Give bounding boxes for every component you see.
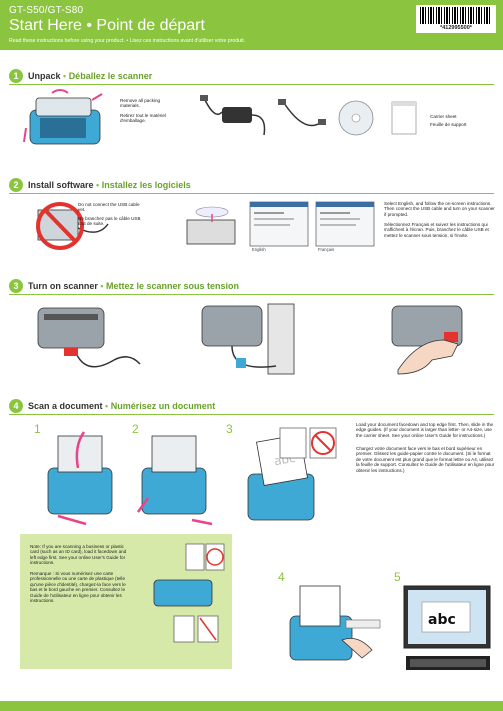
connect-power-illustration [37, 307, 141, 368]
section-2-badge: 2 [9, 178, 23, 192]
step-4-number: 4 [278, 570, 285, 584]
carrier-sheet-illustration [391, 101, 417, 135]
section-2-title-en: Install software [28, 180, 94, 190]
card-note-en: Note: If you are scanning a business or … [30, 544, 127, 566]
section-2-rule [9, 193, 494, 194]
section-3-heading: 3 Turn on scanner • Mettez le scanner so… [9, 279, 239, 293]
open-input-tray-illustration [47, 431, 113, 526]
section-4-badge: 4 [9, 399, 23, 413]
section-4-title: Scan a document • Numérisez un document [28, 401, 215, 411]
section-2-heading: 2 Install software • Installez les logic… [9, 178, 191, 192]
page-subtitle: Read these instructions before using you… [9, 38, 246, 44]
section-3-title-en: Turn on scanner [28, 281, 98, 291]
bullet-icon: • [105, 401, 111, 411]
section-1-title-en: Unpack [28, 71, 61, 81]
barcode-number: *412995500* [440, 25, 472, 31]
usb-warning-fr: Ne branchez pas le câble USB tout de sui… [78, 216, 141, 227]
load-document-en: Load your document facedown and top edge… [356, 422, 494, 438]
barcode-bars [420, 7, 492, 24]
load-document-fr: Chargez votre document face vers le bas … [356, 446, 495, 473]
installer-screen-french [315, 201, 375, 247]
section-4-rule [9, 414, 494, 415]
usb-cable-illustration [278, 99, 326, 127]
press-power-illustration [391, 305, 463, 375]
section-4-heading: 4 Scan a document • Numérisez un documen… [9, 399, 215, 413]
section-3-badge: 3 [9, 279, 23, 293]
card-loading-illustration [153, 543, 225, 643]
page-title: Start Here • Point de départ [9, 17, 205, 34]
install-instructions-en: Select English, and follow the on-screen… [384, 201, 495, 217]
step-1-number: 1 [34, 422, 41, 436]
language-english-label: English [252, 247, 266, 252]
section-1-rule [9, 84, 494, 85]
bullet-icon: • [96, 180, 102, 190]
section-3-title-fr: Mettez le scanner sous tension [106, 281, 240, 291]
section-4-title-fr: Numérisez un document [110, 401, 216, 411]
bullet-icon: • [100, 281, 107, 291]
install-instructions-fr: Sélectionnez Français et suivez les inst… [384, 222, 489, 238]
power-adapter-illustration [200, 95, 266, 136]
step-2-number: 2 [132, 422, 139, 436]
step-3-number: 3 [226, 422, 233, 436]
carrier-sheet-fr: Feuille de support [430, 122, 467, 127]
bullet-icon: • [63, 71, 69, 81]
press-start-illustration [289, 585, 381, 661]
section-1-title: Unpack • Déballez le scanner [28, 71, 152, 81]
insert-cd-illustration [186, 206, 236, 245]
usb-warning-en: Do not connect the USB cable yet. [78, 202, 140, 213]
connect-usb-illustration [201, 303, 295, 375]
footer-bar [0, 701, 503, 711]
remove-packing-fr: Retirez tout le matériel d'emballage. [120, 113, 166, 124]
section-1-heading: 1 Unpack • Déballez le scanner [9, 69, 152, 83]
section-3-title: Turn on scanner • Mettez le scanner sous… [28, 281, 239, 291]
computer-monitor-illustration: abc [403, 585, 491, 670]
section-2-title-fr: Installez les logiciels [101, 180, 191, 190]
card-note-fr: Remarque : Si vous numérisez une carte p… [30, 571, 126, 604]
section-4-title-en: Scan a document [28, 401, 103, 411]
section-2-title: Install software • Installez les logicie… [28, 180, 191, 190]
model-name: GT-S50/GT-S80 [9, 5, 84, 16]
section-3-rule [9, 294, 494, 295]
screen-abc-text: abc [428, 612, 456, 628]
step-5-number: 5 [394, 570, 401, 584]
no-usb-illustration [36, 202, 109, 250]
language-french-label: Français [318, 247, 335, 252]
extend-output-tray-illustration [136, 435, 213, 526]
section-1-badge: 1 [9, 69, 23, 83]
section-1-title-fr: Déballez le scanner [68, 71, 153, 81]
header-banner: GT-S50/GT-S80 Start Here • Point de dépa… [0, 0, 503, 50]
unpack-scanner-illustration [23, 89, 103, 145]
cd-rom-illustration [338, 100, 374, 136]
remove-packing-en: Remove all packing materials. [120, 98, 161, 109]
barcode: *412995500* [416, 5, 496, 33]
load-document-illustration: abc [247, 427, 337, 521]
installer-screen-english [249, 201, 309, 247]
carrier-sheet-en: Carrier sheet [430, 114, 457, 119]
